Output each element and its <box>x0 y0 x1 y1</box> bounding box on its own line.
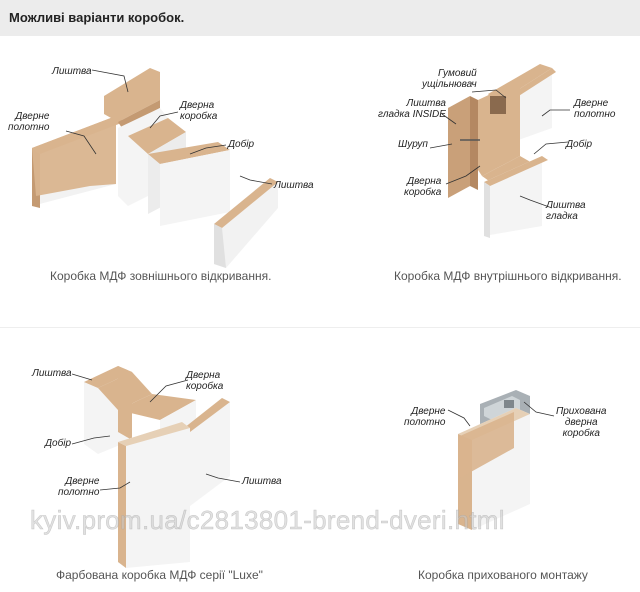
label-dobir: Добір <box>566 139 593 150</box>
label-dobir: Добір <box>45 438 72 449</box>
panel-luxe: Лиштва Дверна коробка Добір Дверне полот… <box>0 328 320 592</box>
label-lyshtva-top: Лиштва <box>52 66 92 77</box>
page-title: Можливі варіанти коробок. <box>9 10 185 25</box>
page-header: Можливі варіанти коробок. <box>0 0 640 36</box>
label-lyshtva-top: Лиштва <box>32 368 72 379</box>
caption-internal-opening: Коробка МДФ внутрішнього відкривання. <box>394 269 622 283</box>
label-shurup: Шуруп <box>398 139 428 150</box>
caption-luxe: Фарбована коробка МДФ серії "Luxe" <box>56 568 263 582</box>
panel-hidden-mount: Дверне полотно Прихована дверна коробка … <box>320 328 640 592</box>
external-frame-illustration <box>32 68 278 268</box>
label-prykhovana: Прихована дверна коробка <box>556 406 607 439</box>
label-dverna-korobka: Дверна коробка <box>180 100 218 122</box>
label-dverne-polotno: Дверне полотно <box>574 98 616 120</box>
internal-frame-illustration <box>429 64 570 238</box>
label-dverne-polotno: Дверне полотно <box>8 111 50 133</box>
label-dverne-polotno: Дверне полотно <box>58 476 100 498</box>
label-lyshtva-right: Лиштва <box>242 476 282 487</box>
section-divider <box>0 327 640 328</box>
caption-external-opening: Коробка МДФ зовнішнього відкривання. <box>50 269 272 283</box>
label-lyshtva-gladka: Лиштва гладка <box>546 200 586 222</box>
label-dobir: Добір <box>228 139 255 150</box>
label-dverna-korobka: Дверна коробка <box>186 370 224 392</box>
label-lyshtva-right: Лиштва <box>274 180 314 191</box>
label-dverna-korobka: Дверна коробка <box>404 176 442 198</box>
label-lyshtva-inside: Лиштва гладка INSIDE <box>378 98 446 120</box>
panel-external-opening: Лиштва Дверне полотно Дверна коробка Доб… <box>0 36 320 326</box>
caption-hidden-mount: Коробка прихованого монтажу <box>418 568 588 582</box>
luxe-frame-illustration <box>71 366 241 568</box>
hidden-frame-illustration <box>447 390 555 530</box>
panel-internal-opening: Гумовий ущільнювач Лиштва гладка INSIDE … <box>320 36 640 326</box>
label-gumovyi: Гумовий ущільнювач <box>422 68 477 90</box>
label-dverne-polotno: Дверне полотно <box>404 406 446 428</box>
watermark: kyiv.prom.ua/c2813801-brend-dveri.html <box>30 505 505 536</box>
